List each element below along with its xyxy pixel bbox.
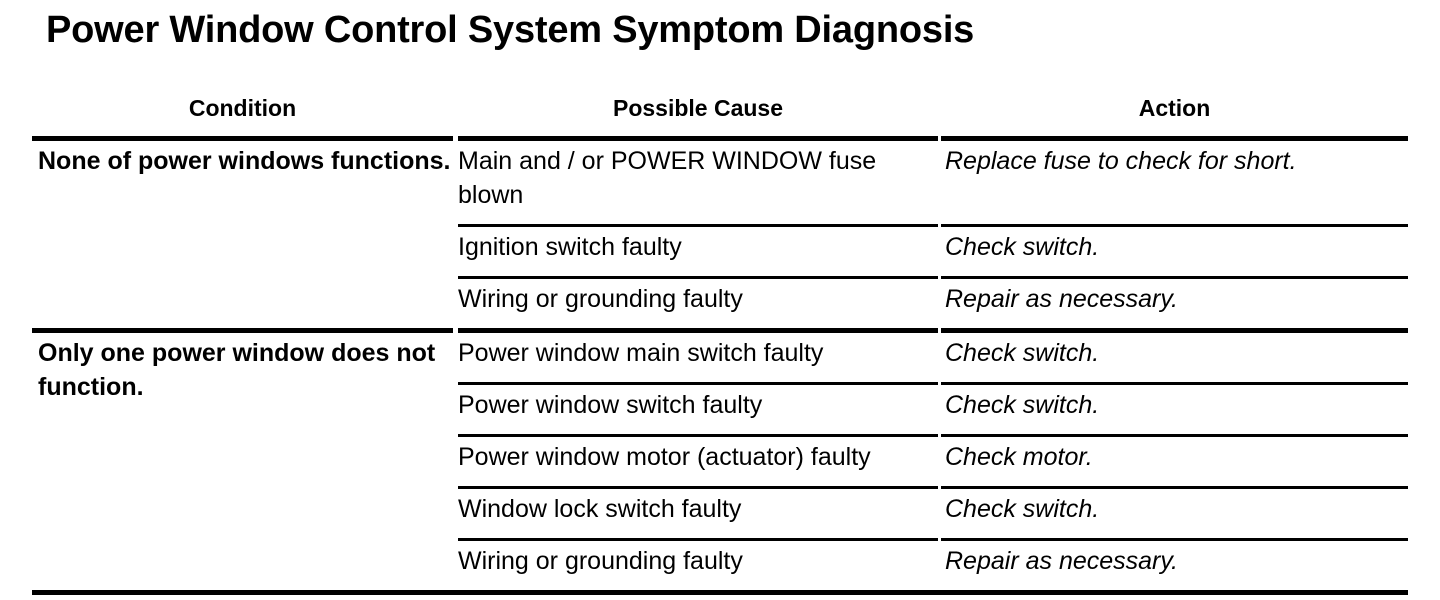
row-divider-rule	[941, 486, 1408, 489]
cell-possible-cause: Wiring or grounding faulty	[458, 547, 743, 575]
cell-action: Replace fuse to check for short.	[945, 147, 1297, 175]
table-header-row: Condition Possible Cause Action	[32, 88, 1408, 136]
cell-action: Repair as necessary.	[945, 285, 1178, 313]
cell-possible-cause: Power window motor (actuator) faulty	[458, 443, 871, 471]
cell-possible-cause: Power window switch faulty	[458, 391, 763, 419]
row-divider-rule	[458, 382, 938, 385]
row-divider-rule	[458, 276, 938, 279]
cell-possible-cause: Window lock switch faulty	[458, 495, 742, 523]
cell-possible-cause: Power window main switch faulty	[458, 339, 824, 367]
row-divider-rule	[941, 434, 1408, 437]
cell-action: Check switch.	[945, 391, 1100, 419]
row-divider-rule	[458, 486, 938, 489]
table-top-rule	[458, 136, 938, 141]
cell-possible-cause: Wiring or grounding faulty	[458, 285, 743, 313]
page-title: Power Window Control System Symptom Diag…	[46, 9, 975, 51]
column-header-action: Action	[1138, 95, 1211, 121]
cell-action: Check motor.	[945, 443, 1093, 471]
table-bottom-rule	[32, 590, 1408, 595]
cell-condition: None of power windows functions.	[38, 147, 451, 175]
section-divider-rule	[941, 328, 1408, 333]
cell-action: Check switch.	[945, 233, 1100, 261]
cell-possible-cause: Ignition switch faulty	[458, 233, 682, 261]
section-divider-rule	[32, 328, 453, 333]
row-divider-rule	[458, 434, 938, 437]
row-divider-rule	[458, 538, 938, 541]
table-top-rule	[941, 136, 1408, 141]
column-header-condition: Condition	[188, 95, 297, 121]
row-divider-rule	[941, 224, 1408, 227]
diagnosis-table: Condition Possible Cause Action Main and…	[32, 88, 1408, 595]
cell-action: Check switch.	[945, 495, 1100, 523]
table-top-rule	[32, 136, 453, 141]
cell-action: Check switch.	[945, 339, 1100, 367]
row-divider-rule	[941, 538, 1408, 541]
column-header-possible-cause: Possible Cause	[612, 95, 784, 121]
cell-condition: Only one power window does not function.	[38, 339, 436, 401]
row-divider-rule	[941, 276, 1408, 279]
cell-possible-cause: Main and / or POWER WINDOW fuse blown	[458, 147, 877, 209]
row-divider-rule	[941, 382, 1408, 385]
cell-action: Repair as necessary.	[945, 547, 1178, 575]
section-divider-rule	[458, 328, 938, 333]
row-divider-rule	[458, 224, 938, 227]
